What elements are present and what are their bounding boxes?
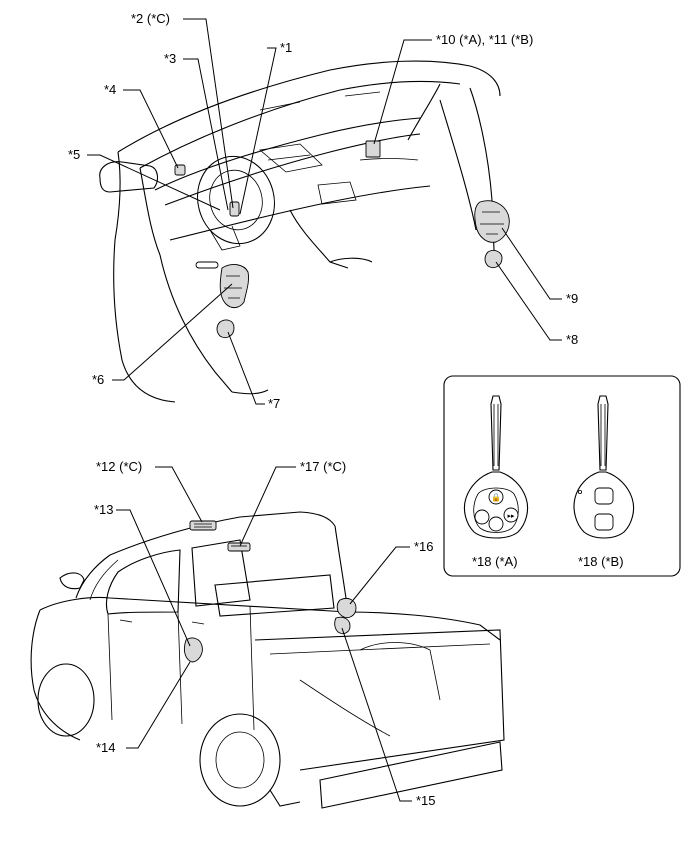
callout-1: *1 <box>280 40 292 55</box>
part-8-relay <box>484 249 503 269</box>
callout-13: *13 <box>94 502 114 517</box>
part-10-11-ecu <box>365 140 381 158</box>
key-inset: 🔒 ▸▸ <box>443 375 681 577</box>
callout-17: *17 (*C) <box>300 459 346 474</box>
callout-8: *8 <box>566 332 578 347</box>
part-17-antenna <box>227 542 251 552</box>
key-inset-frame <box>443 375 681 577</box>
part-13-door-control <box>183 637 203 663</box>
part-15-sensor <box>334 616 351 635</box>
callout-15: *15 <box>416 793 436 808</box>
callout-3: *3 <box>164 51 176 66</box>
part-4-switch <box>174 164 186 176</box>
part-12-antenna <box>189 520 217 531</box>
part-7-relay <box>216 319 235 339</box>
callout-4: *4 <box>104 82 116 97</box>
callout-6: *6 <box>92 372 104 387</box>
callout-18b: *18 (*B) <box>578 554 624 569</box>
part-9-module <box>474 200 510 243</box>
callout-14: *14 <box>96 740 116 755</box>
callout-9: *9 <box>566 291 578 306</box>
part-6-junction-block <box>219 264 249 309</box>
key-a-icon: 🔒 ▸▸ <box>463 395 529 539</box>
callout-2: *2 (*C) <box>131 11 170 26</box>
callout-18a: *18 (*A) <box>472 554 518 569</box>
callout-16: *16 <box>414 539 434 554</box>
interior-view <box>99 60 510 403</box>
callout-10-11: *10 (*A), *11 (*B) <box>436 32 533 47</box>
callout-labels: *1 *2 (*C) *3 *4 *5 *6 *7 *8 *9 *10 (*A)… <box>68 11 624 808</box>
part-16-sensor <box>336 597 357 619</box>
key-b-icon <box>573 395 635 539</box>
callout-5: *5 <box>68 147 80 162</box>
truck-view <box>30 511 505 809</box>
part-2-unit <box>229 201 240 217</box>
svg-text:🔒: 🔒 <box>491 493 501 502</box>
leader-lines <box>87 18 562 802</box>
callout-12: *12 (*C) <box>96 459 142 474</box>
callout-7: *7 <box>268 396 280 411</box>
svg-text:▸▸: ▸▸ <box>507 513 515 520</box>
